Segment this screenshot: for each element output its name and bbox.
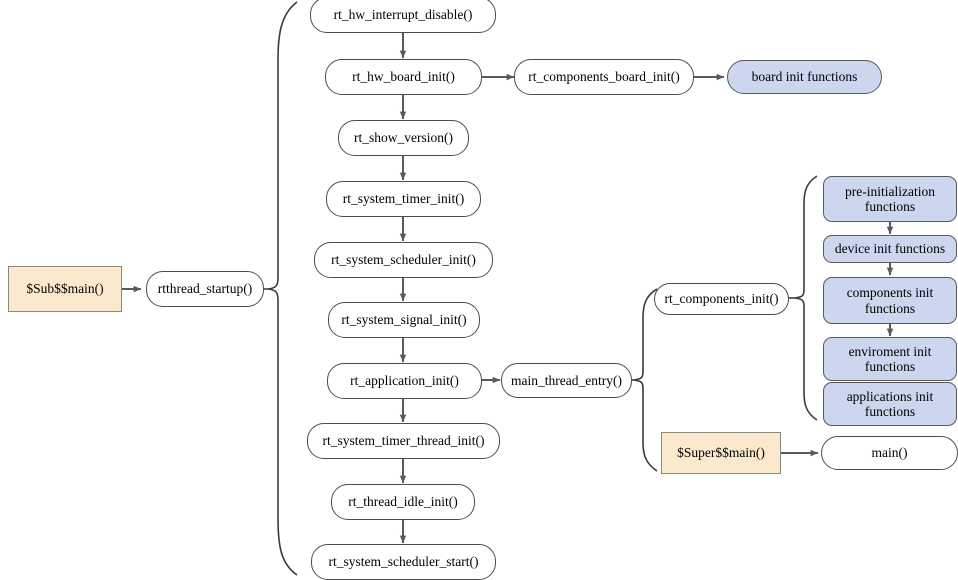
node-rtthread-startup-label: rtthread_startup()	[157, 281, 253, 297]
node-device-init-functions-label: device init functions	[834, 241, 946, 257]
node-super-main-label: $Super$$main()	[677, 445, 765, 461]
brace-components-init	[794, 175, 818, 421]
node-rt-hw-interrupt-disable[interactable]: rt_hw_interrupt_disable()	[310, 0, 496, 33]
node-main-thread-entry[interactable]: main_thread_entry()	[501, 363, 632, 398]
node-device-init-functions[interactable]: device init functions	[823, 235, 957, 263]
node-main-label: main()	[871, 445, 908, 461]
node-rt-system-scheduler-start[interactable]: rt_system_scheduler_start()	[311, 544, 496, 580]
node-rt-system-scheduler-init-label: rt_system_scheduler_init()	[331, 252, 476, 268]
node-main-thread-entry-label: main_thread_entry()	[511, 372, 622, 388]
node-rt-system-timer-thread-init-label: rt_system_timer_thread_init()	[322, 433, 485, 449]
brace-startup-chain	[267, 1, 298, 576]
node-rtthread-startup[interactable]: rtthread_startup()	[146, 271, 264, 307]
node-rt-system-scheduler-start-label: rt_system_scheduler_start()	[328, 554, 479, 570]
node-components-init-functions[interactable]: components init functions	[823, 277, 957, 324]
node-rt-components-init-label: rt_components_init()	[664, 291, 779, 307]
node-rt-system-scheduler-init[interactable]: rt_system_scheduler_init()	[314, 242, 493, 278]
node-rt-system-timer-init-label: rt_system_timer_init()	[342, 191, 465, 207]
node-sub-main-label: $Sub$$main()	[26, 281, 104, 297]
node-rt-system-timer-thread-init[interactable]: rt_system_timer_thread_init()	[307, 423, 500, 459]
node-pre-initialization-functions-label: pre-initialization functions	[845, 183, 935, 214]
node-pre-initialization-functions[interactable]: pre-initialization functions	[823, 176, 957, 222]
node-rt-hw-board-init-label: rt_hw_board_init()	[352, 69, 455, 85]
node-rt-components-board-init[interactable]: rt_components_board_init()	[514, 59, 694, 95]
brace-main-thread-entry	[633, 288, 658, 472]
node-components-init-functions-label: components init functions	[846, 285, 934, 316]
node-enviroment-init-functions[interactable]: enviroment init functions	[823, 337, 957, 381]
node-rt-system-timer-init[interactable]: rt_system_timer_init()	[326, 181, 481, 217]
node-rt-show-version[interactable]: rt_show_version()	[338, 120, 469, 156]
node-rt-system-signal-init-label: rt_system_signal_init()	[341, 312, 467, 328]
node-rt-components-init[interactable]: rt_components_init()	[654, 283, 789, 315]
node-rt-show-version-label: rt_show_version()	[354, 130, 453, 146]
node-sub-main[interactable]: $Sub$$main()	[8, 266, 122, 312]
node-main[interactable]: main()	[821, 436, 958, 470]
node-rt-hw-board-init[interactable]: rt_hw_board_init()	[325, 59, 482, 95]
node-rt-application-init[interactable]: rt_application_init()	[327, 363, 482, 399]
node-rt-application-init-label: rt_application_init()	[350, 373, 459, 389]
node-applications-init-functions-label: applications init functions	[846, 388, 934, 419]
node-rt-system-signal-init[interactable]: rt_system_signal_init()	[328, 302, 480, 338]
node-super-main[interactable]: $Super$$main()	[661, 432, 781, 474]
node-rt-components-board-init-label: rt_components_board_init()	[528, 69, 680, 85]
node-board-init-functions[interactable]: board init functions	[727, 60, 882, 94]
node-applications-init-functions[interactable]: applications init functions	[823, 382, 957, 426]
node-enviroment-init-functions-label: enviroment init functions	[848, 343, 932, 374]
node-board-init-functions-label: board init functions	[751, 69, 858, 85]
node-rt-thread-idle-init-label: rt_thread_idle_init()	[348, 494, 458, 510]
node-rt-thread-idle-init[interactable]: rt_thread_idle_init()	[331, 484, 475, 520]
node-rt-hw-interrupt-disable-label: rt_hw_interrupt_disable()	[333, 7, 473, 23]
